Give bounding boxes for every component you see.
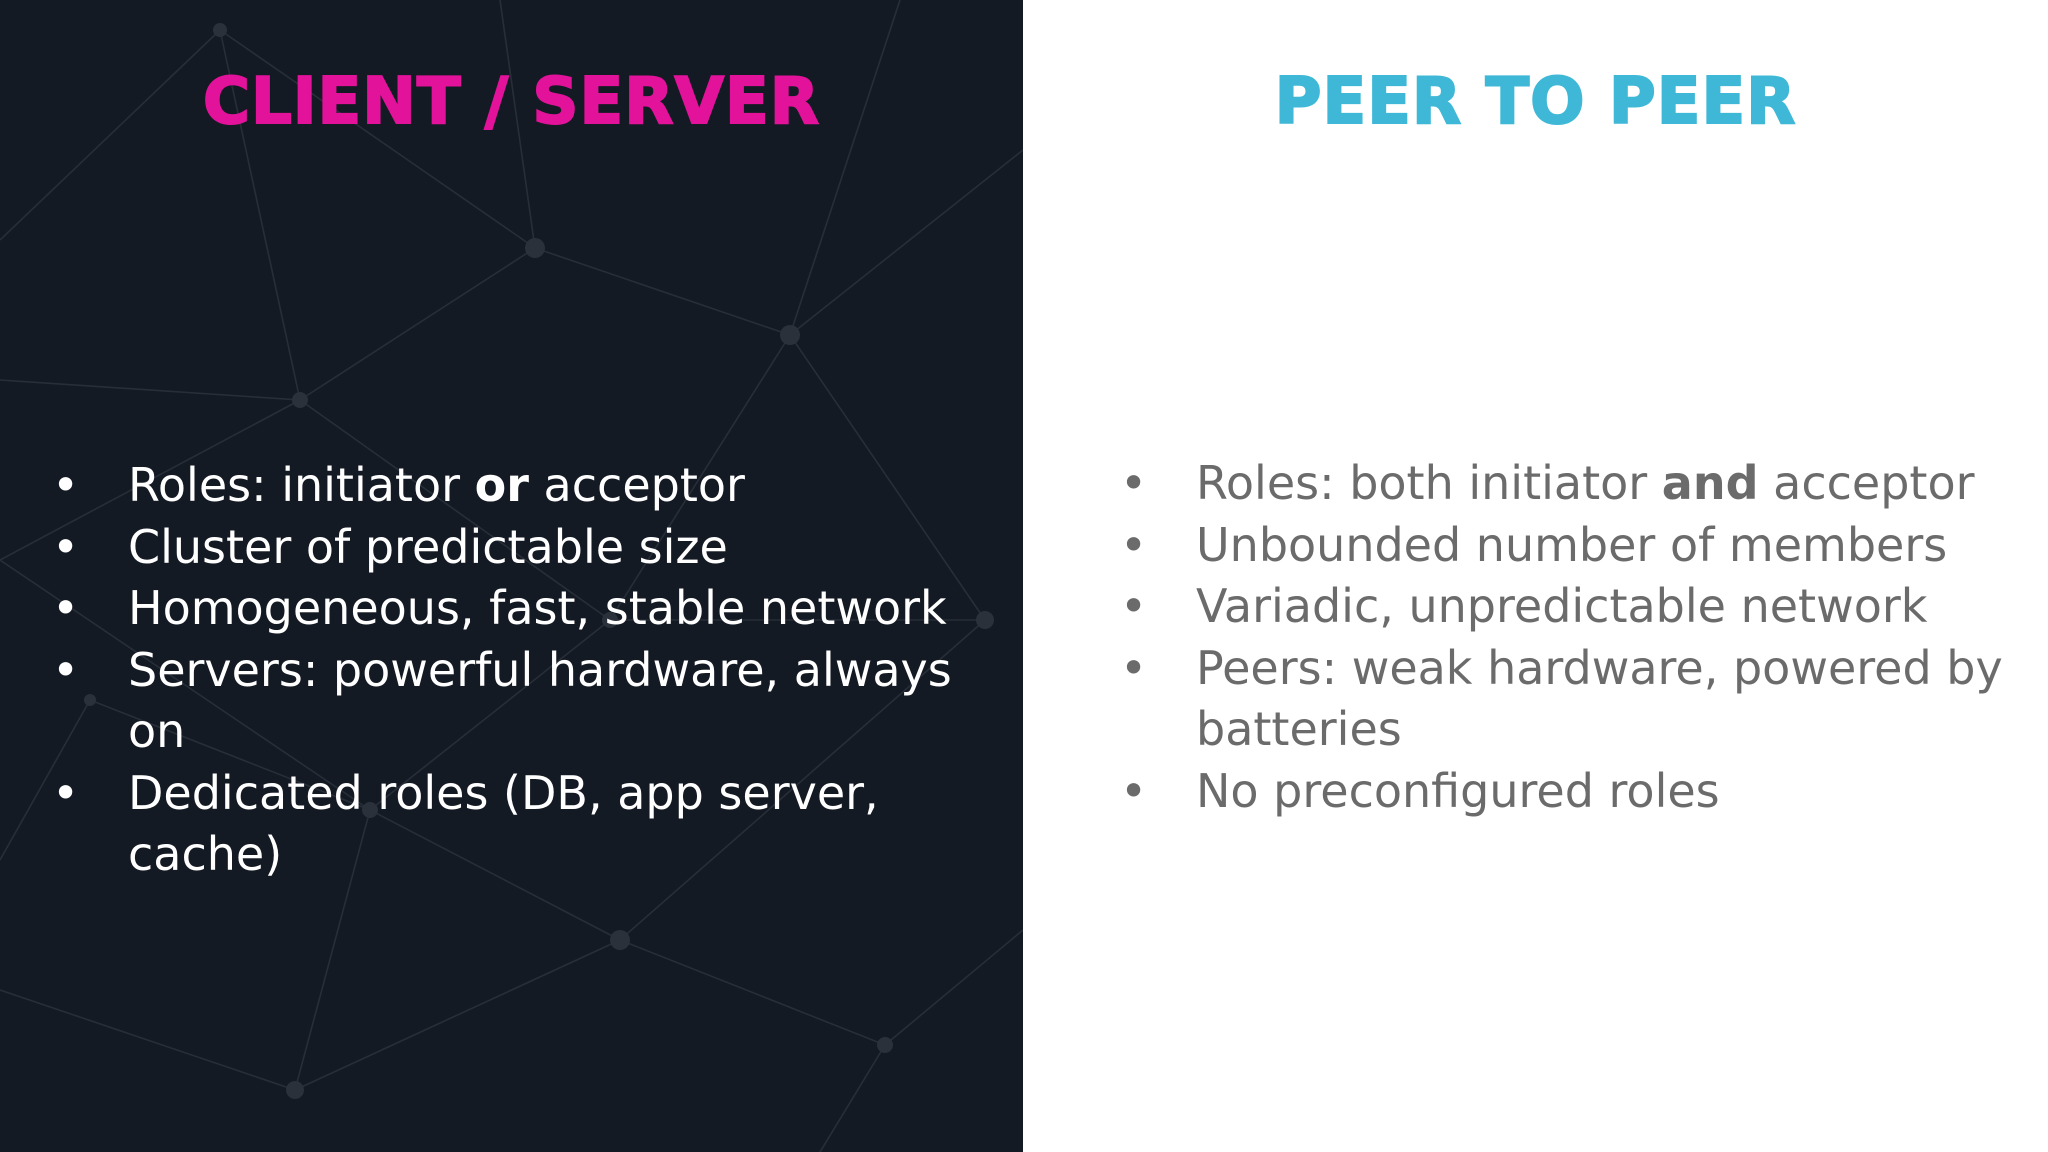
- bullet-item-servers: • Servers: powerful hardware, always on: [52, 640, 972, 763]
- peer-to-peer-bullet-list: • Roles: both initiator and acceptor • U…: [1120, 453, 2030, 822]
- bullet-icon: •: [52, 765, 80, 820]
- bullet-icon: •: [52, 642, 80, 697]
- bullet-text: Dedicated roles (DB, app server, cache): [128, 765, 879, 882]
- bullet-item-network: • Variadic, unpredictable network: [1120, 576, 2030, 638]
- bullet-item-preconfigured-roles: • No preconfigured roles: [1120, 761, 2030, 823]
- client-server-bullet-list: • Roles: initiator or acceptor • Cluster…: [52, 455, 972, 886]
- bullet-item-members: • Unbounded number of members: [1120, 515, 2030, 577]
- bullet-text: Roles: both initiator and acceptor: [1196, 456, 1975, 510]
- bullet-text: Servers: powerful hardware, always on: [128, 642, 952, 759]
- bullet-icon: •: [52, 458, 80, 512]
- bullet-icon: •: [52, 519, 80, 574]
- bullet-item-dedicated-roles: • Dedicated roles (DB, app server, cache…: [52, 763, 972, 886]
- bullet-item-cluster: • Cluster of predictable size: [52, 517, 972, 579]
- bullet-text: No preconfigured roles: [1196, 763, 1720, 818]
- network-background-pattern: [0, 0, 1023, 1152]
- bullet-text: Unbounded number of members: [1196, 517, 1948, 572]
- bullet-text: Roles: initiator or acceptor: [128, 458, 745, 512]
- bullet-item-peers: • Peers: weak hardware, powered by batte…: [1120, 638, 2030, 761]
- bullet-icon: •: [1120, 640, 1148, 695]
- peer-to-peer-title: PEER TO PEER: [1274, 64, 1797, 140]
- bullet-item-network: • Homogeneous, fast, stable network: [52, 578, 972, 640]
- client-server-title: CLIENT / SERVER: [202, 64, 821, 140]
- bullet-text: Peers: weak hardware, powered by batteri…: [1196, 640, 2003, 757]
- bullet-icon: •: [1120, 763, 1148, 818]
- bullet-item-roles: • Roles: initiator or acceptor: [52, 455, 972, 517]
- bullet-icon: •: [1120, 579, 1148, 633]
- bullet-icon: •: [1120, 456, 1148, 510]
- bullet-text: Homogeneous, fast, stable network: [128, 581, 947, 635]
- bullet-icon: •: [1120, 517, 1148, 572]
- bullet-text: Cluster of predictable size: [128, 519, 728, 574]
- bullet-text: Variadic, unpredictable network: [1196, 579, 1928, 633]
- bullet-item-roles: • Roles: both initiator and acceptor: [1120, 453, 2030, 515]
- bullet-icon: •: [52, 581, 80, 635]
- peer-to-peer-panel: PEER TO PEER • Roles: both initiator and…: [1023, 0, 2048, 1152]
- client-server-panel: CLIENT / SERVER • Roles: initiator or ac…: [0, 0, 1023, 1152]
